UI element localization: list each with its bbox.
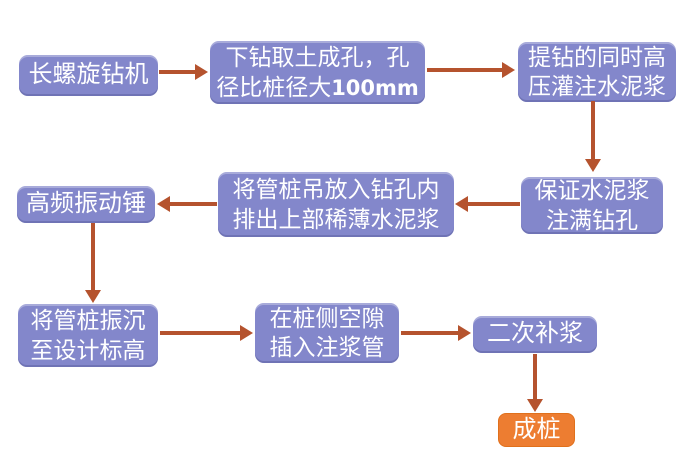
arrow-head-icon: [85, 290, 101, 303]
arrow-stem: [591, 101, 595, 160]
node-label: 注满钻孔: [546, 207, 638, 233]
node-second-grouting: 二次补浆: [473, 316, 597, 353]
node-label: 高频振动锤: [26, 191, 146, 218]
node-label: 至设计标高: [30, 337, 146, 363]
arrow-insert-to-hammer: [157, 196, 217, 212]
node-label: 将管桩振沉: [30, 308, 146, 334]
node-label: 径比桩径大100mm: [216, 73, 419, 102]
node-label: 提钻的同时高: [528, 44, 666, 70]
arrow-head-icon: [458, 325, 471, 341]
node-label: 在桩侧空隙: [269, 305, 385, 331]
arrow-auger-to-drill: [159, 64, 208, 80]
node-label: 排出上部稀薄水泥浆: [232, 206, 440, 232]
arrow-fill-to-insert: [455, 196, 520, 212]
arrow-head-icon: [585, 159, 601, 172]
arrow-stem: [160, 331, 241, 335]
arrow-drill-to-lift: [427, 62, 515, 78]
node-label: 长螺旋钻机: [28, 62, 149, 89]
arrow-lift-to-fill: [585, 101, 601, 172]
arrow-head-icon: [157, 196, 170, 212]
node-pile-complete: 成桩: [498, 413, 575, 447]
arrow-stem: [467, 202, 520, 206]
arrow-head-icon: [240, 325, 253, 341]
node-label: 将管桩吊放入钻孔内: [232, 177, 440, 203]
arrow-head-icon: [455, 196, 468, 212]
node-long-auger-drill: 长螺旋钻机: [19, 55, 158, 96]
arrow-head-icon: [502, 62, 515, 78]
arrow-stem: [169, 202, 217, 206]
node-fill-hole-with-grout: 保证水泥浆 注满钻孔: [521, 177, 663, 234]
arrow-head-icon: [195, 64, 208, 80]
arrow-head-icon: [527, 399, 543, 412]
node-label: 保证水泥浆: [534, 178, 650, 204]
node-label: 二次补浆: [487, 321, 583, 348]
node-label: 插入注浆管: [269, 335, 385, 360]
node-label-text: 径比桩径大: [216, 74, 332, 100]
arrow-stem: [427, 68, 503, 72]
node-lift-drill-grout: 提钻的同时高 压灌注水泥浆: [518, 42, 676, 102]
node-vibration-hammer: 高频振动锤: [17, 186, 155, 223]
arrow-sink-to-groutpipe: [160, 325, 253, 341]
arrow-hammer-to-sink: [85, 223, 101, 303]
node-label: 压灌注水泥浆: [528, 74, 666, 99]
node-drill-soil-hole: 下钻取土成孔，孔 径比桩径大100mm: [210, 41, 425, 104]
node-insert-grout-pipe: 在桩侧空隙 插入注浆管: [255, 303, 399, 363]
node-label: 成桩: [512, 416, 561, 443]
arrow-stem: [91, 223, 95, 291]
node-sink-pile-to-elevation: 将管桩振沉 至设计标高: [18, 304, 158, 367]
arrow-stem: [159, 70, 196, 74]
arrow-stem: [401, 331, 459, 335]
arrow-stem: [533, 354, 537, 400]
arrow-regrout-to-complete: [527, 354, 543, 412]
node-insert-pile-into-hole: 将管桩吊放入钻孔内 排出上部稀薄水泥浆: [218, 172, 454, 237]
arrow-groutpipe-to-regrout: [401, 325, 471, 341]
node-label-number: 100mm: [331, 75, 419, 100]
node-label: 下钻取土成孔，孔: [225, 45, 410, 71]
